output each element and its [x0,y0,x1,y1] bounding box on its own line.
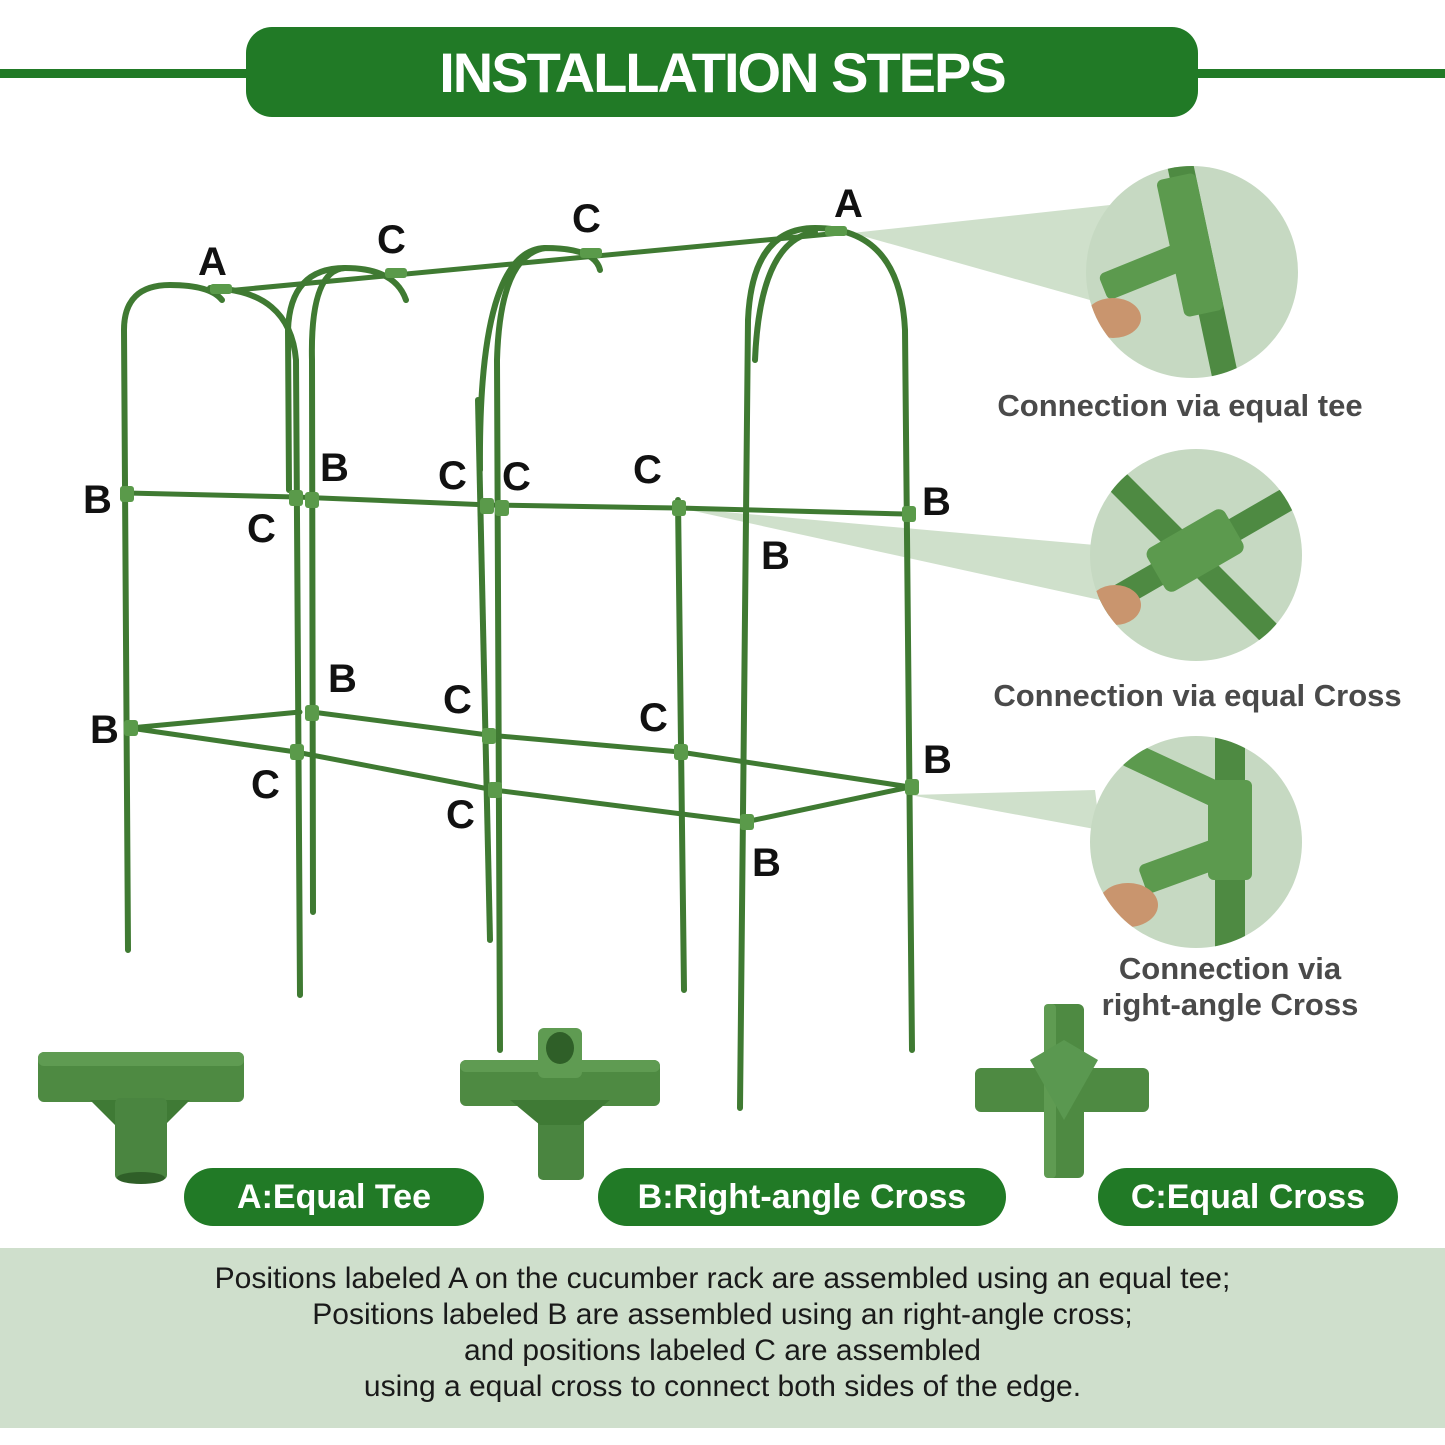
equal-cross-connector-icon [975,1004,1149,1178]
arch-1 [120,281,225,953]
rack-label-b-low-right: B [923,738,952,782]
page-title: INSTALLATION STEPS [439,40,1006,104]
low-rail-back [309,709,913,790]
low-rail-right [742,784,913,825]
rack-label-b-low-left: B [90,708,119,752]
note-line-2: Positions labeled B are assembled using … [312,1298,1133,1331]
rack-label-b-mid-left: B [83,478,112,522]
rack-label-a-left: A [198,240,227,284]
arch-3-left-leg [475,397,493,943]
label-right-angle-cross: B:Right-angle Cross [598,1168,1006,1226]
rack-label-b-mid-right: B [922,480,951,524]
assembly-note: Positions labeled A on the cucumber rack… [0,1248,1445,1428]
note-line-1: Positions labeled A on the cucumber rack… [214,1262,1231,1295]
rack-label-c-mid-3: C [438,454,467,498]
low-rail-left [127,709,303,731]
rack-label-a-right: A [834,182,863,226]
rack-label-b-low-front: B [752,841,781,885]
low-rail-front [127,725,748,825]
rack-label-c-mid-4: C [502,455,531,499]
zoom-right-angle-cross [1090,736,1302,948]
rack-label-c-top-1: C [377,218,406,262]
caption-equal-tee: Connection via equal tee [997,388,1363,423]
rack-label-c-mid-5: C [633,448,662,492]
rack-label-c-top-2: C [572,197,601,241]
caption-right-angle-cross: Connection via right-angle Cross [1101,951,1359,1022]
rack-label-c-low-1: C [251,763,280,807]
top-ridge-rod [212,230,843,295]
rack-label-c-low-4: C [446,793,475,837]
arch-4 [737,224,915,1111]
arch-3-right [493,245,548,1053]
label-equal-tee: A:Equal Tee [184,1168,484,1226]
title-banner: INSTALLATION STEPS [246,27,1198,117]
rack-label-b-low-2: B [328,657,357,701]
rack-label-c-mid-1: C [247,507,276,551]
caption-equal-cross: Connection via equal Cross [993,678,1402,713]
cucumber-rack [120,224,915,1111]
rack-label-b-mid-2: B [320,446,349,490]
header-rule-left [0,69,250,78]
label-equal-cross: C:Equal Cross [1098,1168,1398,1226]
rack-label-c-low-3: C [443,678,472,722]
rack-label-c-low-5: C [639,696,668,740]
zoom-equal-cross [1090,449,1302,661]
arch-2-right [308,265,348,915]
callout-beams [680,205,1110,830]
right-angle-cross-connector-icon [460,1028,660,1180]
zoom-equal-tee [1086,166,1298,378]
rack-joints [120,226,919,830]
note-line-3: and positions labeled C are assembled [464,1334,981,1367]
header-rule-right [1195,69,1445,78]
note-line-4: using a equal cross to connect both side… [363,1370,1082,1403]
equal-tee-connector-icon [38,1052,244,1184]
rack-label-b-mid-front: B [761,534,790,578]
